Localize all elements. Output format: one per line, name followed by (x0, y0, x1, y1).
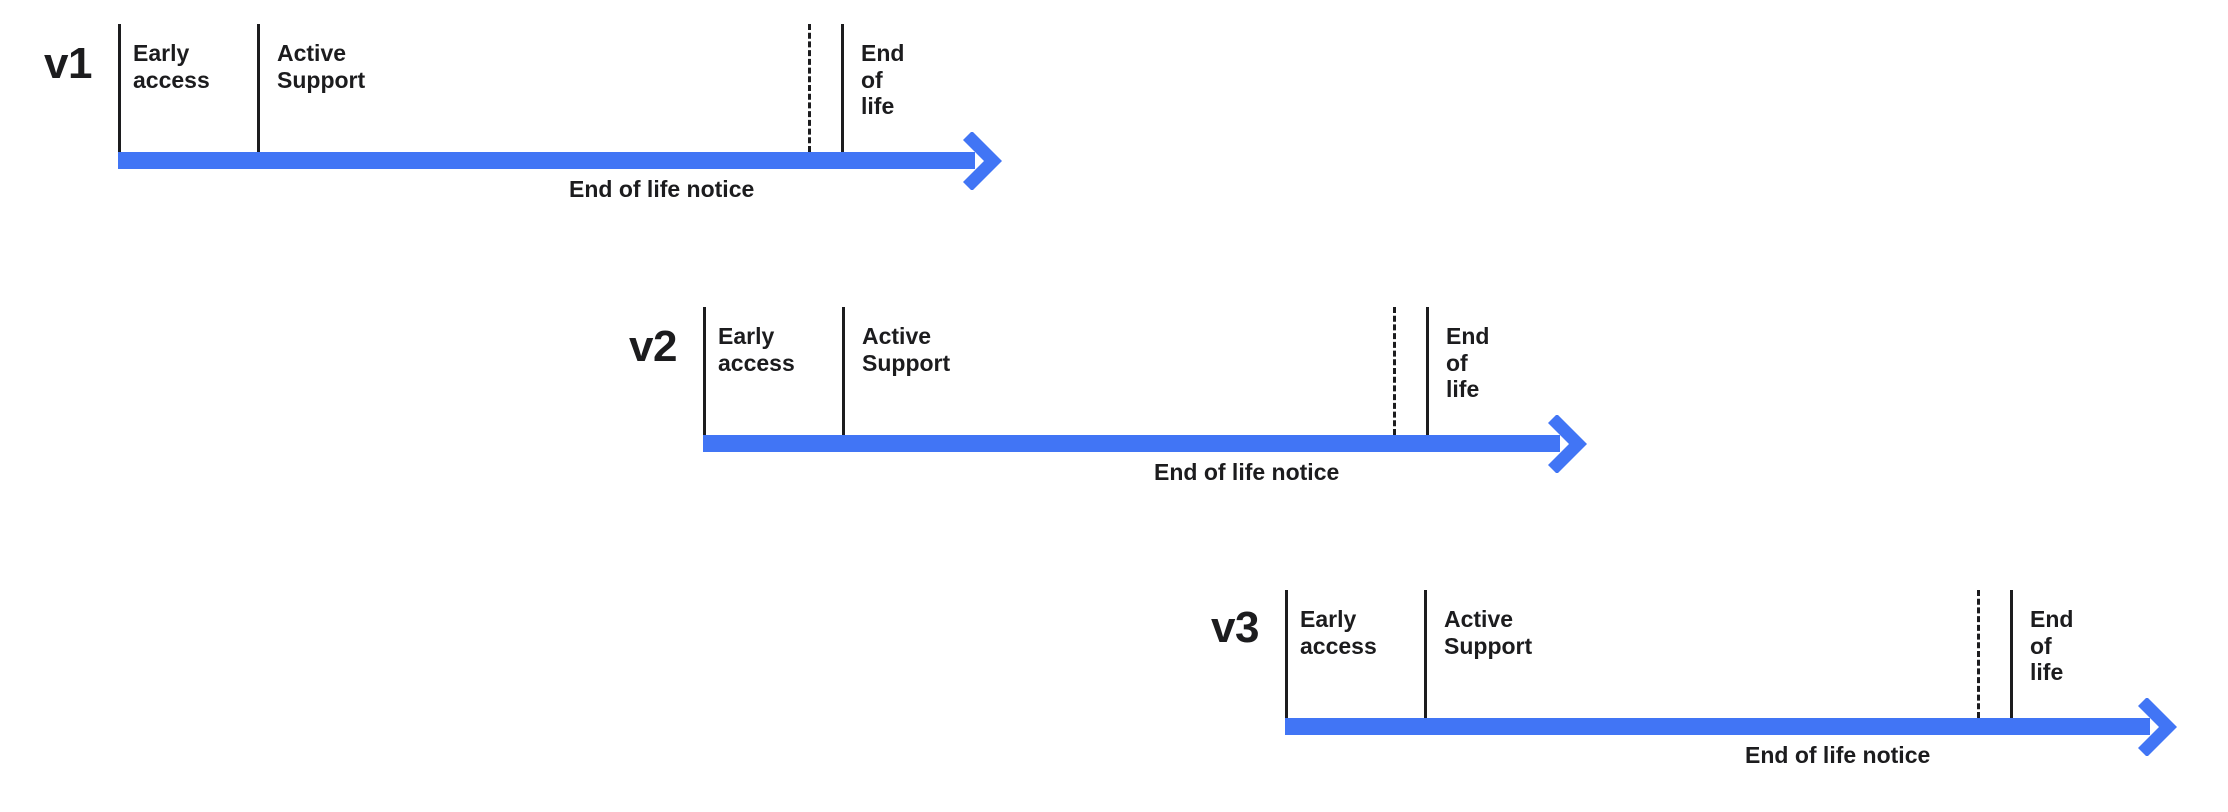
timeline-bar (703, 435, 1560, 452)
arrow-right-icon (961, 130, 1023, 192)
phase-label-early-access: Early access (133, 40, 210, 93)
phase-divider-early-access-start (703, 307, 706, 435)
end-of-life-notice-marker (808, 24, 811, 152)
phase-label-end-of-life: End of life (2030, 606, 2074, 686)
phase-divider-active-support-start (257, 24, 260, 152)
phase-label-active-support: Active Support (277, 40, 366, 93)
phase-divider-active-support-start (1424, 590, 1427, 718)
arrow-right-icon (2136, 696, 2198, 758)
end-of-life-notice-marker (1393, 307, 1396, 435)
timeline-bar (1285, 718, 2150, 735)
version-label-v1: v1 (44, 39, 92, 88)
phase-divider-early-access-start (1285, 590, 1288, 718)
phase-label-early-access: Early access (718, 323, 795, 376)
phase-label-end-of-life: End of life (1446, 323, 1490, 403)
phase-label-active-support: Active Support (1444, 606, 1533, 659)
phase-divider-active-support-start (842, 307, 845, 435)
end-of-life-notice-label: End of life notice (1745, 742, 1931, 768)
end-of-life-notice-marker (1977, 590, 1980, 718)
version-label-v2: v2 (629, 322, 677, 371)
phase-divider-end-of-life-start (2010, 590, 2013, 718)
phase-label-active-support: Active Support (862, 323, 951, 376)
phase-divider-end-of-life-start (1426, 307, 1429, 435)
phase-label-end-of-life: End of life (861, 40, 905, 120)
phase-label-early-access: Early access (1300, 606, 1377, 659)
timeline-bar (118, 152, 975, 169)
phase-divider-end-of-life-start (841, 24, 844, 152)
end-of-life-notice-label: End of life notice (1154, 459, 1340, 485)
version-label-v3: v3 (1211, 603, 1259, 652)
arrow-right-icon (1546, 413, 1608, 475)
phase-divider-early-access-start (118, 24, 121, 152)
end-of-life-notice-label: End of life notice (569, 176, 755, 202)
